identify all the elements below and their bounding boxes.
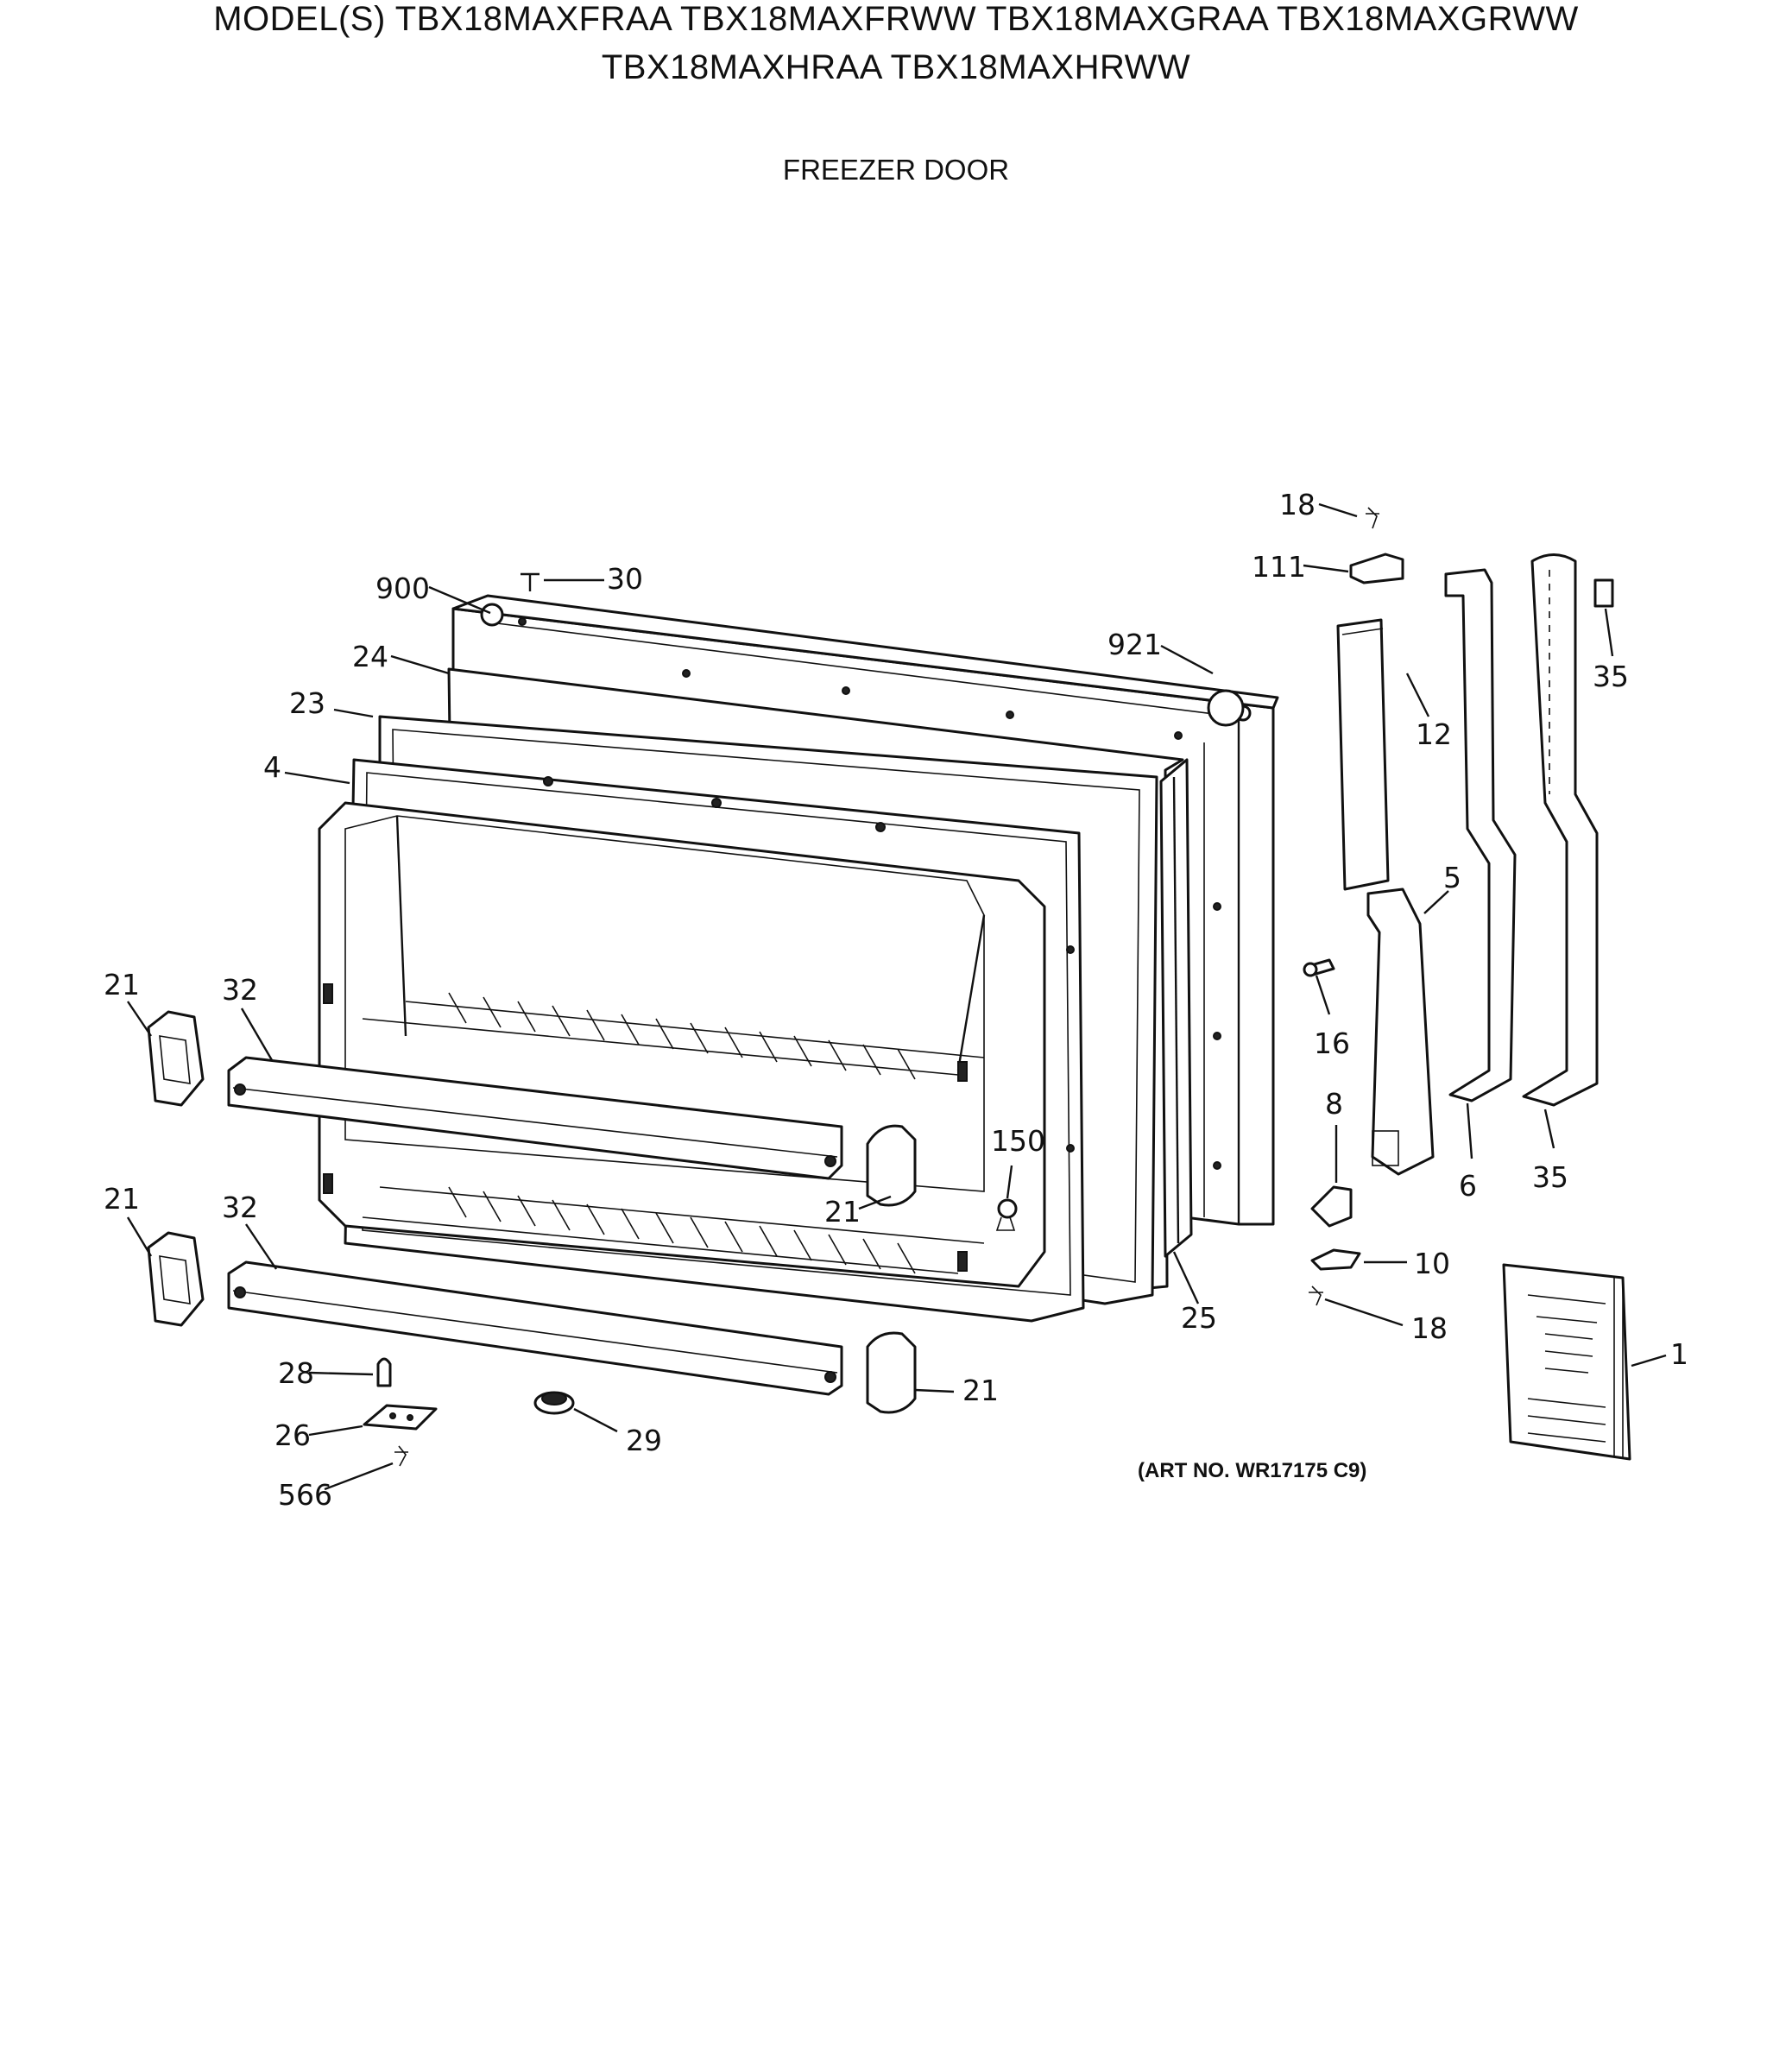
handle-6 bbox=[1444, 568, 1517, 1102]
screw-566 bbox=[394, 1445, 408, 1467]
callout-21-right-lower: 21 bbox=[962, 1374, 999, 1407]
hinge-screw-150 bbox=[995, 1198, 1018, 1231]
owners-manual bbox=[1502, 1263, 1631, 1461]
handle-cover-12 bbox=[1336, 618, 1390, 891]
door-liner bbox=[318, 758, 1085, 1323]
callout-12: 12 bbox=[1416, 717, 1452, 751]
callout-6: 6 bbox=[1459, 1169, 1477, 1203]
end-cap-left-upper bbox=[147, 1010, 205, 1107]
callout-5: 5 bbox=[1443, 861, 1461, 894]
callout-35-trim: 35 bbox=[1593, 660, 1629, 693]
hinge-10 bbox=[1310, 1248, 1361, 1271]
end-cap-right-upper bbox=[866, 1124, 917, 1207]
shelf-bar-upper bbox=[227, 1056, 843, 1180]
trim-piece-35 bbox=[1593, 578, 1614, 608]
screw-18-bottom bbox=[1309, 1286, 1323, 1306]
pin-28 bbox=[376, 1357, 392, 1387]
callout-18-top: 18 bbox=[1279, 488, 1316, 521]
callout-labels: 18 111 35 900 30 921 24 12 23 4 5 21 32 … bbox=[104, 488, 1688, 1512]
callout-35-handle: 35 bbox=[1532, 1160, 1568, 1194]
callout-1: 1 bbox=[1670, 1337, 1688, 1371]
callout-10: 10 bbox=[1414, 1247, 1450, 1280]
callout-111: 111 bbox=[1252, 550, 1306, 584]
callout-8: 8 bbox=[1325, 1087, 1343, 1121]
callout-16: 16 bbox=[1314, 1027, 1350, 1060]
callout-26: 26 bbox=[274, 1418, 311, 1452]
handle-bracket-5 bbox=[1366, 888, 1435, 1176]
callout-23: 23 bbox=[289, 686, 325, 720]
hinge-pin-8 bbox=[1310, 1185, 1353, 1228]
callout-18-bottom: 18 bbox=[1411, 1311, 1448, 1345]
leader-lines bbox=[126, 502, 1667, 1491]
model-list-line-2: TBX18MAXHRAA TBX18MAXHRWW bbox=[601, 48, 1191, 86]
callout-30: 30 bbox=[607, 562, 643, 596]
callout-566: 566 bbox=[278, 1478, 332, 1512]
handle-35 bbox=[1522, 553, 1599, 1107]
shelf-bar-lower bbox=[227, 1260, 843, 1396]
art-number: (ART NO. WR17175 C9) bbox=[1138, 1459, 1367, 1482]
callout-21-left-lower: 21 bbox=[104, 1182, 140, 1216]
callout-21-right-upper: 21 bbox=[824, 1195, 861, 1229]
end-cap-right-lower bbox=[866, 1331, 917, 1414]
callout-21-left-upper: 21 bbox=[104, 968, 140, 1001]
callout-25: 25 bbox=[1181, 1301, 1217, 1335]
hinge-cover-111 bbox=[1349, 553, 1404, 584]
section-title: FREEZER DOOR bbox=[782, 154, 1010, 186]
callout-24: 24 bbox=[352, 640, 388, 673]
callout-29: 29 bbox=[626, 1424, 662, 1457]
callout-900: 900 bbox=[375, 572, 430, 605]
screw-18-top bbox=[1366, 507, 1379, 529]
screw-16 bbox=[1303, 958, 1335, 977]
model-list-line-1: MODEL(S) TBX18MAXFRAA TBX18MAXFRWW TBX18… bbox=[213, 0, 1579, 38]
callout-921: 921 bbox=[1107, 628, 1162, 661]
screw-30 bbox=[521, 572, 539, 591]
callout-150: 150 bbox=[991, 1124, 1045, 1158]
hinge-plate-26 bbox=[363, 1404, 438, 1431]
callout-32-upper: 32 bbox=[222, 973, 258, 1007]
callout-32-lower: 32 bbox=[222, 1191, 258, 1224]
plug-29 bbox=[533, 1391, 575, 1415]
end-cap-left-lower bbox=[147, 1231, 205, 1327]
callout-28: 28 bbox=[278, 1356, 314, 1390]
callout-4: 4 bbox=[263, 750, 281, 784]
